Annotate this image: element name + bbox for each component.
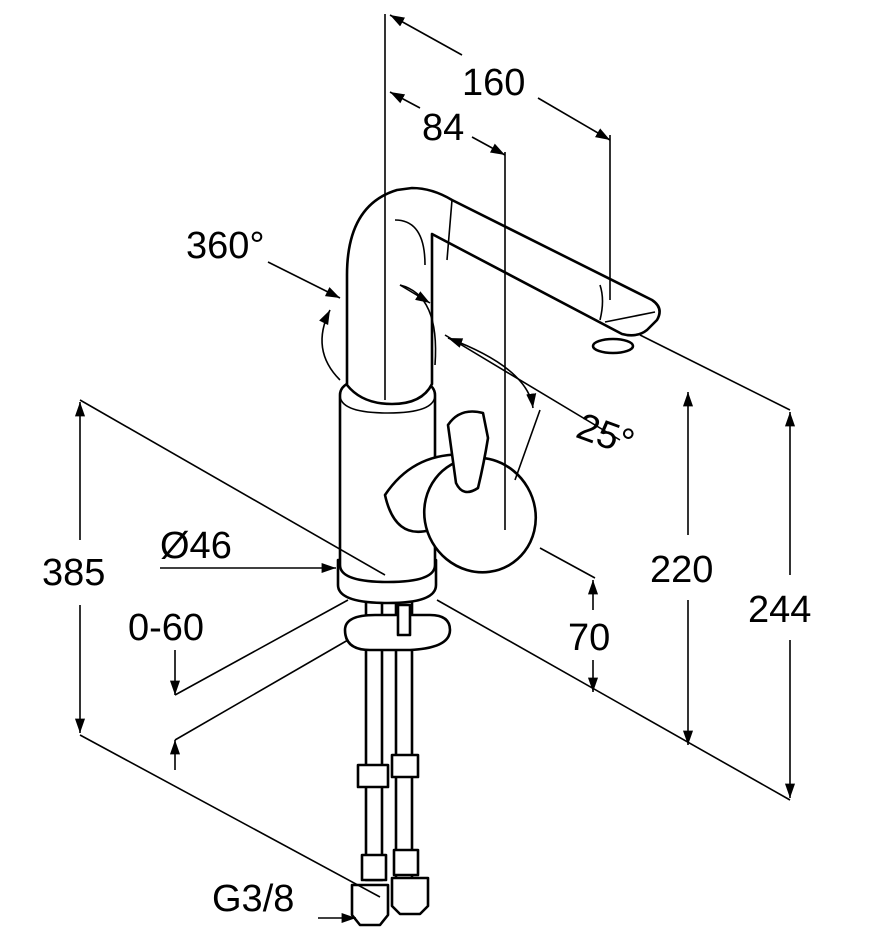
label-overall-height: 244 (748, 589, 811, 631)
label-swivel: 360° (186, 225, 265, 267)
supply-hoses (350, 598, 430, 927)
label-total-height: 385 (42, 552, 105, 594)
label-connection: G3/8 (212, 878, 294, 920)
label-spout-offset: 84 (422, 107, 464, 149)
handle-knob (422, 456, 538, 574)
label-deck-thickness: 0-60 (128, 607, 204, 649)
dimension-lines (74, 14, 796, 924)
dimension-labels: 160 84 360° 25° Ø46 385 0-60 220 244 70 … (42, 62, 811, 920)
label-handle-angle: 25° (571, 406, 639, 465)
handle-lever (446, 410, 490, 494)
label-body-diameter: Ø46 (160, 525, 232, 567)
label-spout-reach: 160 (462, 62, 525, 104)
aerator (591, 337, 635, 355)
spout (345, 186, 661, 406)
faucet (336, 186, 661, 927)
hose-nut-right (390, 876, 430, 916)
label-handle-height: 70 (568, 617, 610, 659)
label-spout-height: 220 (650, 549, 713, 591)
